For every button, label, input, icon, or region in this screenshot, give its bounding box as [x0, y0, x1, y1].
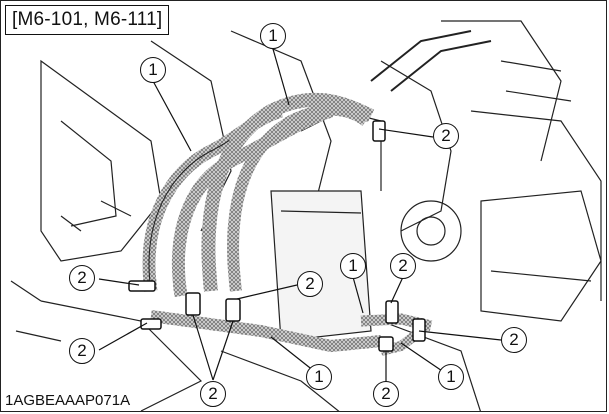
callout-clamp-left: 2	[69, 265, 95, 291]
hose-top-loop	[201, 92, 375, 292]
callout-hose-bottom: 1	[306, 364, 332, 390]
callout-clamp-center: 2	[297, 271, 323, 297]
callout-hose-top: 1	[260, 23, 286, 49]
engine-background-lines	[10, 20, 602, 411]
hose-bottom	[150, 310, 382, 353]
callout-clamp-right: 2	[501, 327, 527, 353]
callout-hose-bottom-right: 1	[438, 364, 464, 390]
callout-clamp-center-right: 2	[390, 253, 416, 279]
callout-hose-left: 1	[140, 57, 166, 83]
figure-code: 1AGBEAAAP071A	[3, 392, 134, 409]
callout-clamp-bottom-center: 2	[200, 381, 226, 407]
model-header: [M6-101, M6-111]	[5, 5, 170, 35]
fuel-hoses	[142, 92, 433, 356]
callout-clamp-bottom-right: 2	[373, 381, 399, 407]
callout-hose-center-right: 1	[340, 253, 366, 279]
hose-center	[227, 103, 370, 292]
callout-clamp-lower-left: 2	[69, 338, 95, 364]
callout-clamp-upper-right: 2	[433, 123, 459, 149]
